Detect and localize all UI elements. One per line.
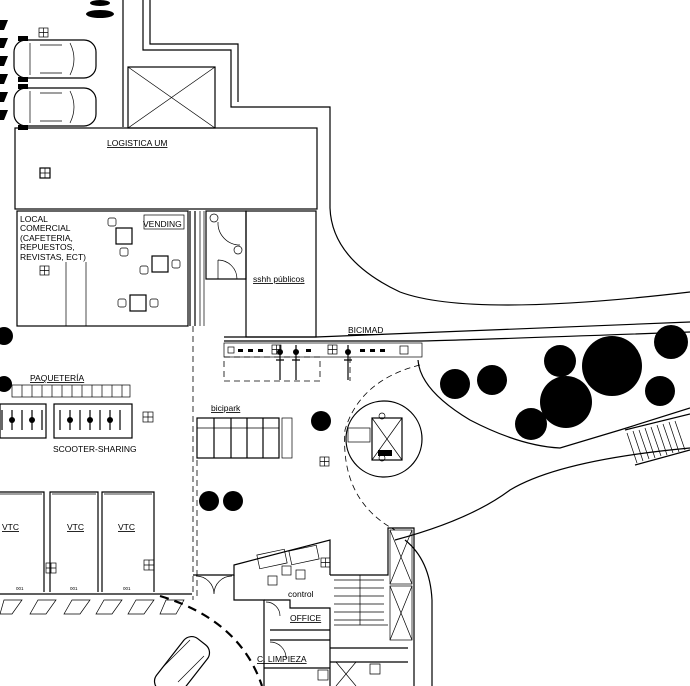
locker-row (11, 384, 131, 398)
stair-core (330, 527, 415, 686)
walkway (192, 326, 198, 600)
limpieza-label: C. LIMPIEZA (257, 654, 307, 664)
sshh-label: sshh públicos (253, 274, 305, 284)
bicipark-label: bicipark (211, 403, 241, 413)
tree-icon (515, 408, 547, 440)
tree-icon (0, 327, 13, 345)
control-building: control OFFICE C. LIMPIEZA (193, 539, 331, 686)
column-icon (39, 167, 51, 179)
car-icon (13, 84, 97, 130)
tree-icon (223, 491, 243, 511)
column-icon (45, 559, 155, 574)
vending-label: VENDING (143, 219, 182, 229)
local-comercial-room: LOCAL COMERCIAL (CAFETERIA, REPUESTOS, R… (16, 210, 189, 327)
bush-icon (86, 0, 114, 18)
parking-strip-top (0, 0, 124, 130)
vtc-code: 001 (70, 586, 78, 591)
column-icon (271, 344, 338, 355)
vtc-code: 001 (16, 586, 24, 591)
scooter-icon (1, 410, 121, 430)
local-comercial-label: LOCAL COMERCIAL (CAFETERIA, REPUESTOS, R… (20, 214, 86, 262)
paqueteria-area: PAQUETERÍA (11, 373, 131, 398)
tree-icon (0, 376, 12, 392)
vtc-label: VTC (118, 522, 135, 532)
stairs-right (624, 413, 690, 466)
tree-icon (654, 325, 688, 359)
tree-icon (477, 365, 507, 395)
vending-machine (143, 214, 185, 230)
tree-icon (544, 345, 576, 377)
tree-icon (199, 491, 219, 511)
trees (0, 325, 688, 511)
bicipark-area: bicipark (196, 403, 293, 459)
tree-icon (540, 376, 592, 428)
logistica-label: LOGISTICA UM (107, 138, 167, 148)
office-label: OFFICE (290, 613, 321, 623)
column-icon (38, 27, 49, 38)
bicimad-station: BICIMAD (223, 325, 423, 382)
table-with-chairs (117, 294, 159, 312)
table-with-chairs (139, 255, 181, 275)
column-icon (320, 557, 331, 568)
parking-stripes (0, 20, 8, 120)
column-icon (319, 456, 330, 467)
building-top-outline (127, 0, 331, 208)
bike-icon (276, 345, 352, 380)
road-edges (315, 207, 690, 686)
parking-stripes (0, 599, 185, 615)
scooter-label: SCOOTER-SHARING (53, 444, 137, 454)
column-icon (39, 265, 50, 276)
paqueteria-label: PAQUETERÍA (30, 373, 84, 383)
drive-lane (153, 594, 264, 686)
scooter-sharing-area: SCOOTER-SHARING (0, 403, 154, 454)
vtc-bays: VTC VTC VTC 001 001 001 (0, 491, 192, 615)
car-icon (153, 635, 211, 686)
logistica-room: LOGISTICA UM (14, 127, 318, 210)
tree-icon (582, 336, 642, 396)
control-label: control (288, 589, 314, 599)
bike-dock-row (227, 345, 409, 355)
column-icon (142, 411, 154, 423)
vtc-code: 001 (123, 586, 131, 591)
car-icon (13, 36, 97, 82)
roundabout (344, 364, 423, 531)
table-with-chairs (107, 217, 133, 257)
bicimad-label: BICIMAD (348, 325, 383, 335)
tree-icon (311, 411, 331, 431)
tree-icon (440, 369, 470, 399)
restroom-block: sshh públicos (189, 210, 317, 342)
vtc-label: VTC (2, 522, 19, 532)
vtc-label: VTC (67, 522, 84, 532)
tree-icon (645, 376, 675, 406)
